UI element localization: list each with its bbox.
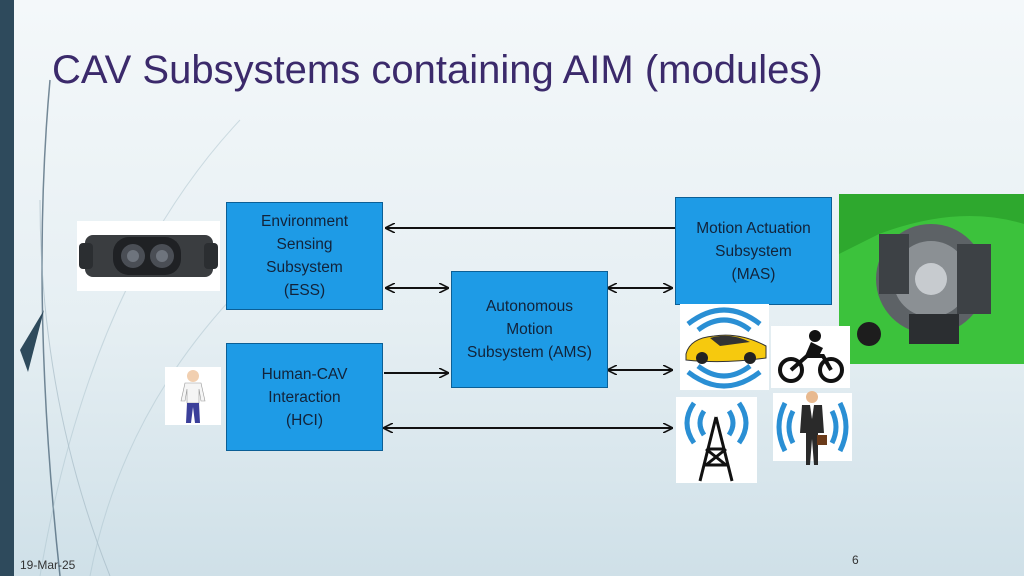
ams-label: Autonomous Motion Subsystem (AMS) <box>467 298 592 361</box>
businessman-figure <box>795 389 829 467</box>
ess-box: Environment Sensing Subsystem (ESS) <box>226 202 383 310</box>
hci-box: Human-CAV Interaction (HCI) <box>226 343 383 451</box>
car-icon <box>680 304 769 390</box>
ams-box: Autonomous Motion Subsystem (AMS) <box>451 271 608 388</box>
person-icon <box>165 367 221 425</box>
left-accent-bar <box>0 0 14 576</box>
footer-date: 19-Mar-25 <box>20 558 76 572</box>
mas-box: Motion Actuation Subsystem (MAS) <box>675 197 832 305</box>
engine-image <box>839 194 1024 364</box>
ess-label: Environment Sensing Subsystem (ESS) <box>260 213 348 299</box>
motorbike-icon <box>771 326 850 388</box>
decorative-curves <box>20 79 241 576</box>
sensor-device-icon <box>77 221 220 291</box>
mas-label: Motion Actuation Subsystem (MAS) <box>696 219 811 283</box>
page-number: 6 <box>852 553 859 567</box>
slide-title: CAV Subsystems containing AIM (modules) <box>52 48 823 92</box>
hci-label: Human-CAV Interaction (HCI) <box>261 365 348 429</box>
radio-tower-icon <box>676 397 757 483</box>
